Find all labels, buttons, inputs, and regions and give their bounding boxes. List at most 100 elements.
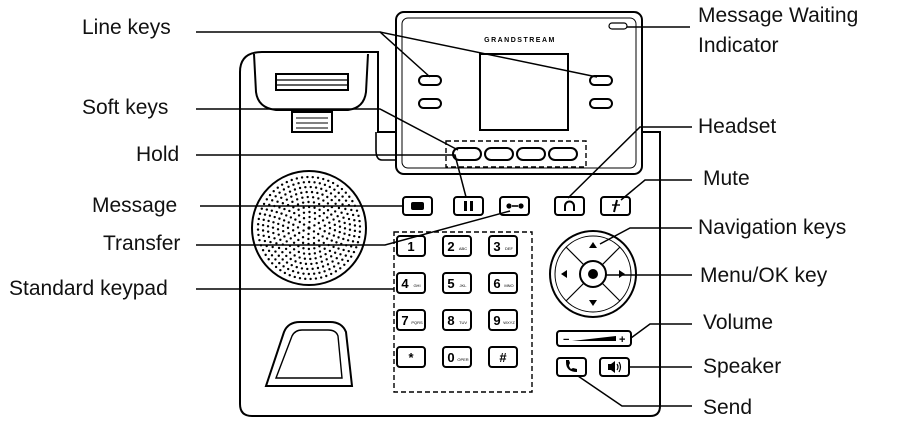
keypad-key-letters: JKL xyxy=(460,283,468,288)
nav-up-arrow-icon[interactable] xyxy=(589,242,597,248)
keypad-key-digit: 4 xyxy=(401,276,409,291)
standard-keypad-label: Standard keypad xyxy=(9,277,168,300)
pause-icon xyxy=(464,201,467,211)
mute-label: Mute xyxy=(703,167,750,190)
message-button[interactable] xyxy=(402,196,433,216)
transfer-label: Transfer xyxy=(103,232,181,255)
keypad-key-digit: 1 xyxy=(407,239,414,254)
speaker-label: Speaker xyxy=(703,355,782,378)
navigation-keys-leader xyxy=(599,227,692,245)
volume-leader xyxy=(630,323,692,339)
keypad-key-digit: # xyxy=(499,350,507,365)
function-keys xyxy=(402,196,631,216)
soft-key-4[interactable] xyxy=(548,147,578,161)
keypad-key[interactable]: 1 xyxy=(396,235,426,257)
line-key-3[interactable] xyxy=(589,75,613,86)
speakerphone-button[interactable] xyxy=(599,357,630,377)
body-inner-panel xyxy=(375,132,396,161)
keypad-key-letters: TUV xyxy=(459,320,467,325)
line-keys-label: Line keys xyxy=(82,16,171,39)
keypad-key-digit: 3 xyxy=(493,239,500,254)
headset-icon xyxy=(564,200,575,211)
display-housing: GRANDSTREAM xyxy=(395,11,643,175)
soft-key-3[interactable] xyxy=(516,147,546,161)
ok-dot-icon xyxy=(588,269,598,279)
navigation-keys-label: Navigation keys xyxy=(698,216,847,239)
send-label: Send xyxy=(703,396,753,419)
mute-icon xyxy=(612,199,620,213)
soft-keys-frame xyxy=(445,140,587,168)
line-key-4[interactable] xyxy=(589,98,613,109)
handset-icon xyxy=(566,360,577,372)
keypad-key-digit: * xyxy=(408,350,414,365)
message-label: Message xyxy=(92,194,178,217)
speaker-grille xyxy=(251,170,367,286)
mute-button[interactable] xyxy=(600,196,631,216)
hold-leader xyxy=(196,154,467,198)
keypad-key-letters: MNO xyxy=(504,283,513,288)
hold-label: Hold xyxy=(136,143,180,166)
speaker-icon xyxy=(608,361,622,373)
volume-plus-icon: + xyxy=(619,334,625,346)
keypad-key-digit: 8 xyxy=(447,313,454,328)
keypad-key-letters: GHI xyxy=(413,283,420,288)
hold-button[interactable] xyxy=(453,196,484,216)
keypad-key[interactable]: # xyxy=(488,346,518,368)
keypad-key-digit: 9 xyxy=(493,313,500,328)
keypad-key[interactable]: 8 TUV xyxy=(442,309,472,331)
keypad-key-letters: DEF xyxy=(505,246,514,251)
keypad-key[interactable]: * xyxy=(396,346,426,368)
soft-keys-leader xyxy=(196,108,459,151)
volume-label: Volume xyxy=(703,311,774,334)
callout-lines xyxy=(196,26,692,407)
send-leader xyxy=(577,375,692,407)
keypad-key-digit: 2 xyxy=(447,239,454,254)
keypad-key-digit: 0 xyxy=(447,350,454,365)
mwi-label-line1: Message Waiting xyxy=(698,4,859,27)
keypad-key[interactable]: 2 ABC xyxy=(442,235,472,257)
lcd-screen xyxy=(479,53,569,131)
keypad-key-letters: PQRS xyxy=(411,320,423,325)
keypad-key-letters: OPER xyxy=(457,357,468,362)
navigation-pad xyxy=(549,230,637,318)
transfer-leader xyxy=(196,210,511,246)
keypad-frame xyxy=(393,231,533,393)
headset-leader xyxy=(567,126,692,199)
brand-logo: GRANDSTREAM xyxy=(484,37,556,44)
nav-right-arrow-icon[interactable] xyxy=(619,270,625,278)
menu-ok-key-label: Menu/OK key xyxy=(700,264,828,287)
message-waiting-led xyxy=(608,22,628,30)
keypad-key-digit: 7 xyxy=(401,313,408,328)
volume-key[interactable]: − + xyxy=(556,330,632,347)
mwi-label-line2: Indicator xyxy=(698,34,779,57)
line-key-2[interactable] xyxy=(418,98,442,109)
send-button[interactable] xyxy=(556,357,587,377)
soft-key-2[interactable] xyxy=(484,147,514,161)
line-key-1[interactable] xyxy=(418,75,442,86)
transfer-button[interactable] xyxy=(499,196,530,216)
keypad-key[interactable]: 4 GHI xyxy=(396,272,426,294)
keypad-key-letters: WXYZ xyxy=(503,320,515,325)
handset-cradle-bottom xyxy=(264,321,354,387)
volume-minus-icon: − xyxy=(563,334,569,346)
keypad-key-digit: 6 xyxy=(493,276,500,291)
handset-cradle-top xyxy=(253,53,369,133)
nav-down-arrow-icon[interactable] xyxy=(589,300,597,306)
headset-button[interactable] xyxy=(554,196,585,216)
envelope-icon xyxy=(411,202,424,210)
keypad-key[interactable]: 6 MNO xyxy=(488,272,518,294)
soft-key-1[interactable] xyxy=(452,147,482,161)
keypad-key-letters: ABC xyxy=(459,246,467,251)
keypad-key-digit: 5 xyxy=(447,276,454,291)
soft-keys xyxy=(445,140,587,168)
keypad-key[interactable]: 3 DEF xyxy=(488,235,518,257)
nav-left-arrow-icon[interactable] xyxy=(561,270,567,278)
line-keys xyxy=(418,75,613,109)
keypad-key[interactable]: 5 JKL xyxy=(442,272,472,294)
